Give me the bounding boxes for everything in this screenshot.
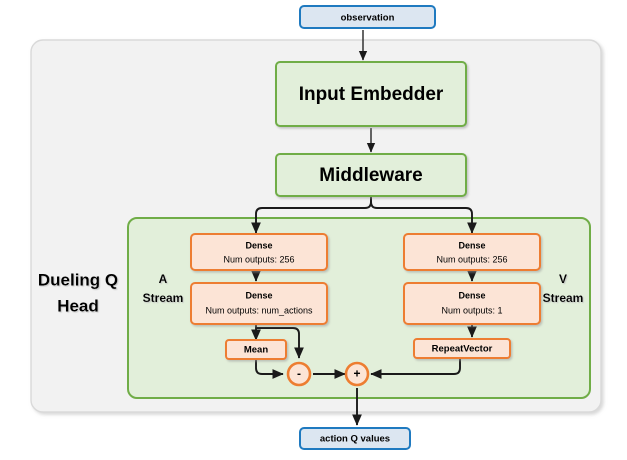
- input-embedder-label: Input Embedder: [299, 84, 444, 105]
- a-dense-256-subtitle: Num outputs: 256: [223, 254, 294, 264]
- a-dense-256-box[interactable]: [190, 233, 328, 271]
- observation-box[interactable]: [299, 5, 436, 29]
- input-embedder-box[interactable]: [275, 61, 467, 127]
- v-dense-1-subtitle: Num outputs: 1: [441, 305, 502, 315]
- subtract-symbol: -: [297, 367, 301, 381]
- repeat-vector-label: RepeatVector: [432, 344, 493, 355]
- dueling-q-head-line2: Head: [57, 296, 99, 315]
- a-dense-256-node[interactable]: Dense Num outputs: 256: [190, 233, 328, 271]
- v-dense-256-node[interactable]: Dense Num outputs: 256: [403, 233, 541, 271]
- v-stream-label-line2: Stream: [543, 291, 584, 305]
- add-circle[interactable]: [344, 361, 370, 387]
- add-symbol: +: [353, 367, 360, 381]
- input-embedder-node[interactable]: Input Embedder: [275, 61, 467, 127]
- v-dense-1-title: Dense: [458, 290, 485, 300]
- edge-a-dense2-to-subtract: [256, 327, 304, 359]
- v-stream-label-line1: V: [559, 272, 567, 286]
- a-stream-label-line2: Stream: [143, 291, 184, 305]
- edge-middleware-to-v-stream: [370, 196, 477, 234]
- a-dense-num-actions-node[interactable]: Dense Num outputs: num_actions: [190, 282, 328, 325]
- subtract-circle[interactable]: [286, 361, 312, 387]
- v-dense-256-subtitle: Num outputs: 256: [436, 254, 507, 264]
- middleware-label: Middleware: [319, 165, 422, 186]
- edge-mean-to-subtract: [255, 357, 284, 379]
- a-dense-num-actions-subtitle: Num outputs: num_actions: [205, 305, 313, 315]
- action-q-values-label: action Q values: [320, 434, 390, 445]
- v-dense-256-box[interactable]: [403, 233, 541, 271]
- v-dense-1-node[interactable]: Dense Num outputs: 1: [403, 282, 541, 325]
- v-dense-1-box[interactable]: [403, 282, 541, 325]
- observation-label: observation: [341, 13, 395, 24]
- dueling-q-head-line1: Dueling Q: [38, 270, 118, 289]
- a-dense-256-title: Dense: [245, 240, 272, 250]
- dueling-q-head-title: Dueling Q Head: [38, 270, 118, 315]
- repeat-vector-box[interactable]: [413, 338, 511, 359]
- mean-label: Mean: [244, 345, 268, 356]
- observation-node[interactable]: observation: [299, 5, 436, 29]
- middleware-box[interactable]: [275, 153, 467, 197]
- v-stream-label: V Stream: [543, 272, 584, 305]
- a-dense-num-actions-box[interactable]: [190, 282, 328, 325]
- subtract-node[interactable]: -: [286, 361, 312, 387]
- mean-box[interactable]: [225, 339, 287, 360]
- a-stream-label-line1: A: [159, 272, 168, 286]
- v-dense-256-title: Dense: [458, 240, 485, 250]
- middleware-node[interactable]: Middleware: [275, 153, 467, 197]
- add-node[interactable]: +: [344, 361, 370, 387]
- a-dense-num-actions-title: Dense: [245, 290, 272, 300]
- mean-node[interactable]: Mean: [225, 339, 287, 360]
- repeat-vector-node[interactable]: RepeatVector: [413, 338, 511, 359]
- action-q-values-node[interactable]: action Q values: [299, 427, 411, 450]
- action-q-values-box[interactable]: [299, 427, 411, 450]
- a-stream-label: A Stream: [143, 272, 184, 305]
- edge-repeat-vector-to-add: [370, 357, 461, 379]
